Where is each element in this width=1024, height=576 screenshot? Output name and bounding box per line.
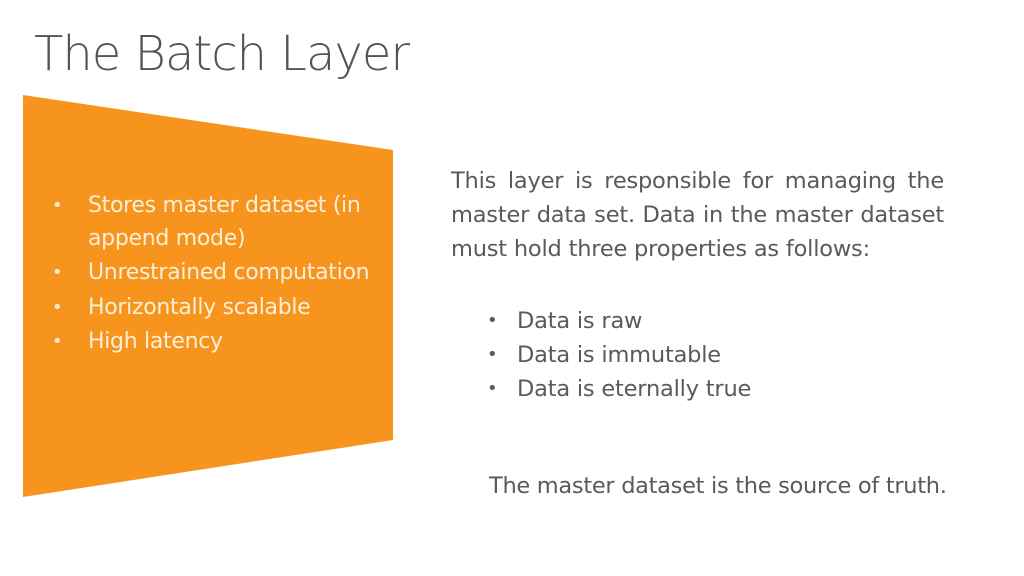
- panel-bullet-item: • Unrestrained computation: [50, 257, 370, 290]
- panel-bullet-item: • Stores master dataset (in append mode): [50, 190, 370, 255]
- bullet-icon: •: [52, 195, 63, 216]
- panel-bullet-label: High latency: [88, 329, 223, 354]
- property-item: • Data is raw: [484, 304, 751, 338]
- panel-bullet-label: Unrestrained computation: [88, 260, 370, 285]
- bullet-icon: •: [487, 310, 498, 331]
- panel-bullet-item: • Horizontally scalable: [50, 292, 370, 325]
- slide-title: The Batch Layer: [34, 26, 410, 82]
- property-item: • Data is immutable: [484, 338, 751, 372]
- bullet-icon: •: [52, 331, 63, 352]
- bullet-icon: •: [52, 262, 63, 283]
- panel-bullet-list: • Stores master dataset (in append mode)…: [50, 190, 370, 361]
- property-item: • Data is eternally true: [484, 372, 751, 406]
- panel-bullet-label: Horizontally scalable: [88, 294, 311, 320]
- panel-bullet-item: • High latency: [50, 326, 370, 359]
- bullet-icon: •: [487, 378, 498, 399]
- panel-bullet-label: Stores master dataset (in append mode): [88, 193, 361, 251]
- bullet-icon: •: [52, 296, 63, 318]
- conclusion-text: The master dataset is the source of trut…: [489, 473, 947, 499]
- bullet-icon: •: [487, 344, 498, 365]
- description-paragraph: This layer is responsible for managing t…: [451, 168, 944, 262]
- property-label: Data is raw: [517, 308, 643, 334]
- property-label: Data is immutable: [517, 342, 721, 368]
- property-label: Data is eternally true: [517, 376, 752, 402]
- properties-list: • Data is raw • Data is immutable • Data…: [484, 304, 751, 406]
